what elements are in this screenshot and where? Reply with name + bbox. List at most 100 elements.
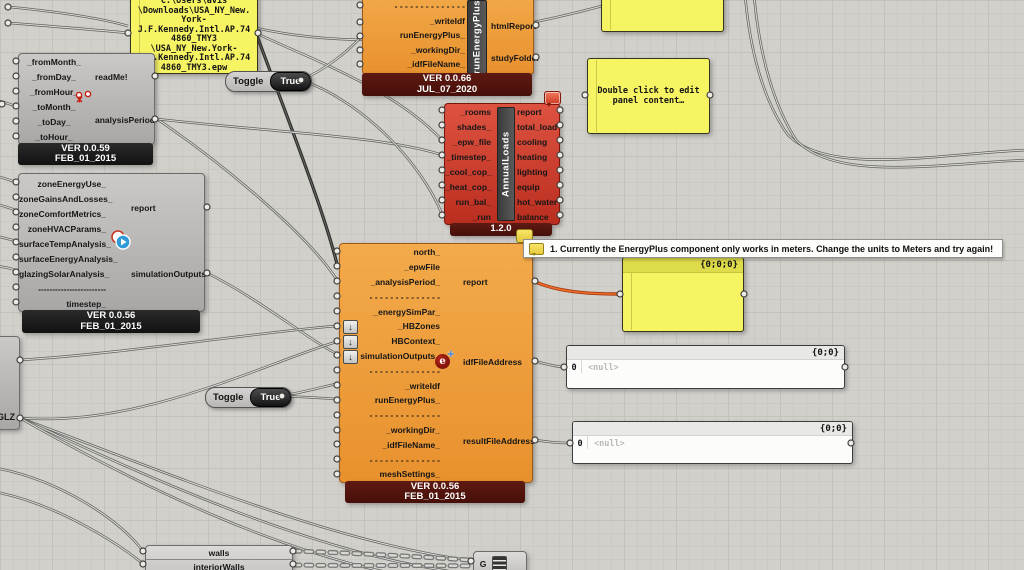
input-label: zoneEnergyUse_: [37, 178, 107, 189]
item-index: 0: [567, 360, 582, 373]
output-label: cooling: [517, 136, 548, 147]
geometry-param-component[interactable]: G: [473, 551, 527, 570]
output-label: analysisPeriod: [95, 115, 156, 125]
annual-loads-component[interactable]: _rooms report shades_ total_load _epw_fi…: [444, 103, 560, 225]
broken-wire-icon: [75, 90, 92, 103]
simulation-outputs-component[interactable]: zoneEnergyUse_zoneGainsAndLosses_zoneCom…: [18, 173, 207, 312]
tree-data-panel[interactable]: {0;0;0}: [622, 257, 744, 332]
version-text: VER 0.0.59: [61, 142, 110, 154]
annual-loads-rows: _rooms report shades_ total_load _epw_fi…: [445, 104, 559, 224]
toggle-value[interactable]: True: [250, 388, 291, 407]
expand-arrow-icon[interactable]: ↓: [343, 320, 358, 334]
warning-balloon: 1. Currently the EnergyPlus component on…: [523, 239, 1004, 258]
input-label: _timestep_: [446, 151, 491, 162]
output-label: report: [517, 106, 542, 117]
output-label: heating: [517, 151, 548, 162]
input-label: _toDay_: [37, 116, 71, 127]
item-index: 0: [573, 436, 588, 449]
input-label: zoneGainsAndLosses_: [19, 193, 113, 204]
expand-arrow-icon[interactable]: ↓: [343, 350, 358, 364]
output-label: total_load: [517, 121, 558, 132]
input-label: ------------------------: [38, 283, 106, 294]
input-label: _fromHour_: [29, 86, 79, 97]
input-label: _fromMonth_: [27, 56, 81, 67]
input-label: timestep_: [66, 298, 106, 309]
input-label: surfaceEnergyAnalysis_: [19, 253, 118, 264]
toggle-label: Toggle: [213, 392, 244, 403]
input-label: _heat_cop_: [445, 181, 492, 192]
input-label: - - - - - - - - - - - - - -: [369, 454, 440, 465]
param-label: interiorWalls: [193, 561, 245, 570]
note-panel[interactable]: Double click to edit panel content…: [587, 58, 710, 134]
zone-outputs-inputs: zoneEnergyUse_zoneGainsAndLosses_zoneCom…: [19, 174, 204, 311]
input-label: _writeIdf: [405, 380, 440, 391]
input-label: _cool_cop_: [445, 166, 492, 177]
input-label: HBContext_: [391, 336, 440, 347]
epw-path-text: C:\Users\avis \Downloads\USA_NY_New. Yor…: [137, 0, 251, 73]
error-balloon-icon[interactable]: [544, 91, 561, 107]
geometry-icon: [492, 556, 507, 570]
panel-margin: [139, 0, 140, 72]
output-label: report: [463, 277, 488, 287]
output-label: readMe!: [95, 72, 128, 82]
date-text: FEB_01_2015: [404, 491, 466, 502]
energyplus-plus: +: [446, 349, 455, 360]
input-label: run_bal_: [455, 196, 491, 207]
run-sim-main-footer: VER 0.0.56 FEB_01_2015: [345, 481, 525, 503]
run-sim-top-footer: VER 0.0.66 JUL_07_2020: [362, 73, 532, 96]
toggle-label: Toggle: [233, 76, 264, 87]
input-label: _idfFileName_: [382, 439, 440, 450]
analysis-period-component[interactable]: _fromMonth__fromDay__fromHour__toMonth__…: [18, 53, 155, 145]
output-label: lighting: [517, 166, 548, 177]
input-label: _rooms: [460, 106, 491, 117]
component-name-bar: runEnergyPlus: [467, 0, 487, 74]
input-label: glazingSolarAnalysis_: [19, 268, 110, 279]
run-energy-sim-main-component[interactable]: north__epwFile_analysisPeriod_- - - - - …: [339, 243, 535, 483]
null-panel-1[interactable]: {0;0} 0 <null>: [566, 345, 845, 389]
version-text: VER 0.0.66: [422, 73, 472, 84]
date-text: FEB_01_2015: [80, 320, 142, 332]
output-label: resultFileAddress: [463, 436, 535, 446]
panel-margin: [596, 60, 597, 132]
boolean-toggle-top[interactable]: Toggle True: [225, 71, 312, 92]
expand-arrow-icon[interactable]: ↓: [343, 335, 358, 349]
input-label: _HBZones: [397, 321, 440, 332]
input-label: north_: [413, 247, 440, 258]
geometry-param-label: G: [479, 559, 487, 569]
panel-header: {0;0}: [573, 422, 852, 436]
wire-port: [4, 3, 12, 11]
input-label: runEnergyPlus_: [374, 395, 440, 406]
input-label: _workingDir_: [386, 424, 440, 435]
output-label: balance: [517, 211, 549, 222]
input-label: - - - - - - - - - - - - - -: [369, 291, 440, 302]
toggle-value[interactable]: True: [270, 72, 311, 91]
glz-param-component[interactable]: GLZ: [0, 336, 20, 430]
version-text: VER 0.0.56: [86, 310, 136, 321]
analysis-period-inputs: _fromMonth__fromDay__fromHour__toMonth__…: [19, 54, 154, 144]
date-text: FEB_01_2015: [54, 153, 117, 164]
annual-loads-footer: 1.2.0: [450, 223, 552, 236]
input-label: - - - - - - - - - - - - - -: [394, 1, 465, 12]
input-label: _epwFile: [404, 262, 440, 273]
output-label: simulationOutputs: [131, 269, 207, 279]
input-label: _run: [472, 211, 491, 222]
component-name-bar: AnnualLoads: [497, 107, 515, 221]
input-label: _toMonth_: [32, 101, 76, 112]
panel-margin: [631, 273, 632, 330]
output-label: report: [131, 203, 156, 213]
output-label: idfFileAddress: [463, 357, 523, 367]
warning-text: 1. Currently the EnergyPlus component on…: [550, 243, 994, 254]
null-panel-2[interactable]: {0;0} 0 <null>: [572, 421, 853, 464]
output-label: hot_water: [517, 196, 558, 207]
output-label: studyFolder: [491, 53, 540, 63]
output-label: equip: [517, 181, 540, 192]
boolean-toggle-mid[interactable]: Toggle True: [205, 387, 292, 408]
energyplus-icon: e +: [435, 349, 455, 369]
input-label: meshSettings_: [379, 469, 440, 480]
empty-panel[interactable]: [601, 0, 724, 32]
panel-header: {0;0;0}: [623, 258, 743, 273]
